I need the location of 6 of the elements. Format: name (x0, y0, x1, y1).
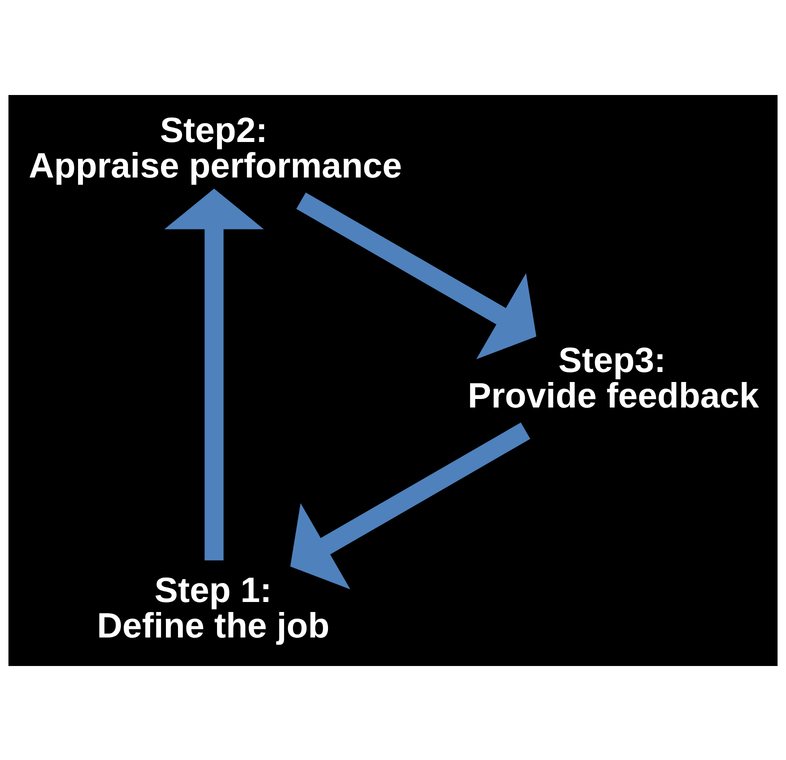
node-text: Step3: Provide feedback (468, 340, 759, 415)
node-text: Step2: Appraise performance (28, 110, 402, 185)
arrow (164, 188, 264, 560)
node-text: Step 1: Define the job (97, 570, 330, 645)
arrow (296, 192, 536, 359)
arrow (290, 422, 530, 589)
